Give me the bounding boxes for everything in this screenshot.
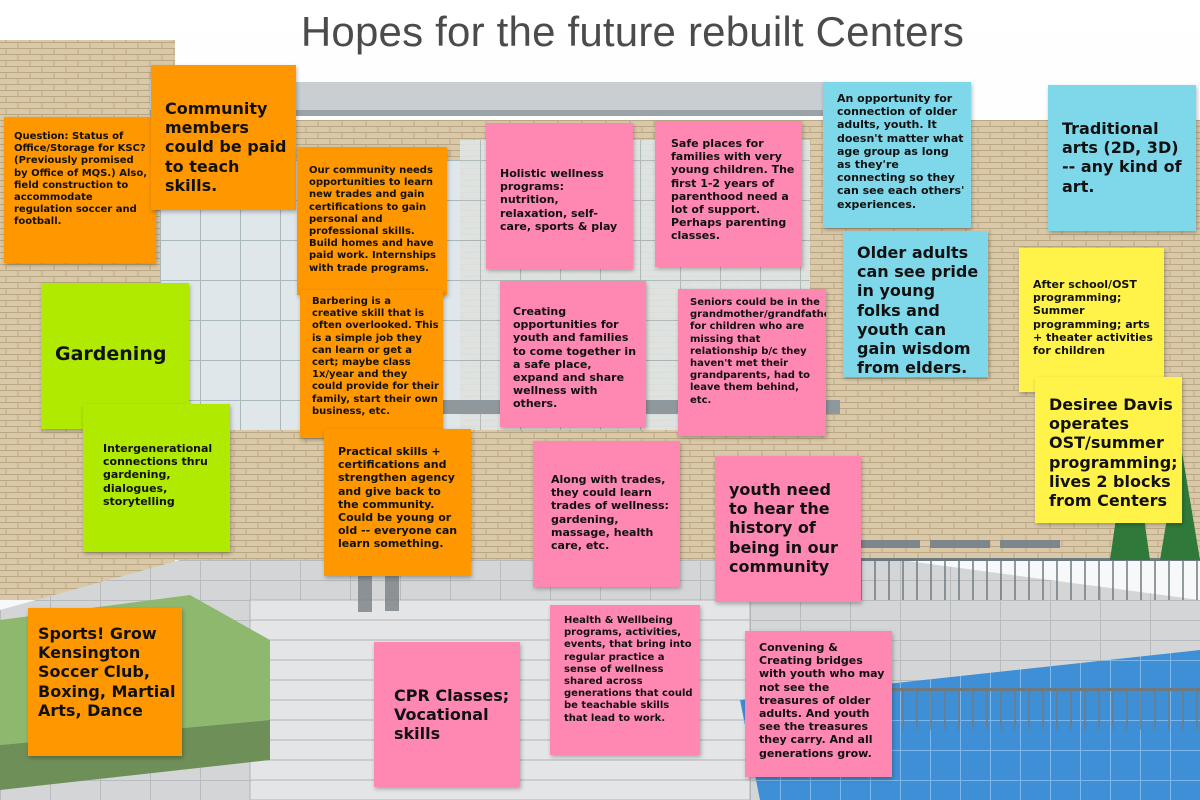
- sticky-note-after-school: After school/OST programming; Summer pro…: [1019, 248, 1164, 392]
- sticky-note-trades-certifications: Our community needs opportunities to lea…: [297, 147, 447, 295]
- sticky-note-creating-opportunities: Creating opportunities for youth and fam…: [500, 281, 646, 427]
- sticky-note-convening-bridges: Convening & Creating bridges with youth …: [745, 631, 892, 777]
- sticky-note-safe-places: Safe places for families with very young…: [655, 121, 802, 267]
- sticky-note-youth-history: youth need to hear the history of being …: [715, 456, 861, 602]
- sticky-note-health-wellbeing: Health & Wellbeing programs, activities,…: [550, 605, 700, 755]
- sticky-note-connection-older-youth: An opportunity for connection of older a…: [823, 82, 971, 228]
- sticky-note-cpr-classes: CPR Classes; Vocational skills: [374, 642, 520, 787]
- sticky-note-intergenerational-gardening: Intergenerational connections thru garde…: [83, 404, 230, 552]
- sticky-note-community-members: Community members could be paid to teach…: [151, 65, 296, 210]
- sticky-note-trades-of-wellness: Along with trades, they could learn trad…: [533, 441, 680, 587]
- sticky-note-sports: Sports! Grow Kensington Soccer Club, Box…: [28, 608, 182, 756]
- sticky-note-status-question: Question: Status of Office/Storage for K…: [4, 117, 156, 263]
- sticky-note-seniors-grandparents: Seniors could be in the grandmother/gran…: [678, 289, 826, 436]
- sticky-note-barbering: Barbering is a creative skill that is of…: [300, 290, 443, 438]
- page-title: Hopes for the future rebuilt Centers: [300, 8, 965, 55]
- sticky-note-practical-skills: Practical skills + certifications and st…: [324, 429, 471, 576]
- sticky-note-desiree-davis: Desiree Davis operates OST/summer progra…: [1035, 377, 1182, 523]
- sticky-note-holistic-wellness: Holistic wellness programs: nutrition, r…: [486, 123, 633, 269]
- sticky-note-traditional-arts: Traditional arts (2D, 3D) -- any kind of…: [1048, 85, 1196, 231]
- sticky-note-older-adults-pride: Older adults can see pride in young folk…: [843, 231, 988, 377]
